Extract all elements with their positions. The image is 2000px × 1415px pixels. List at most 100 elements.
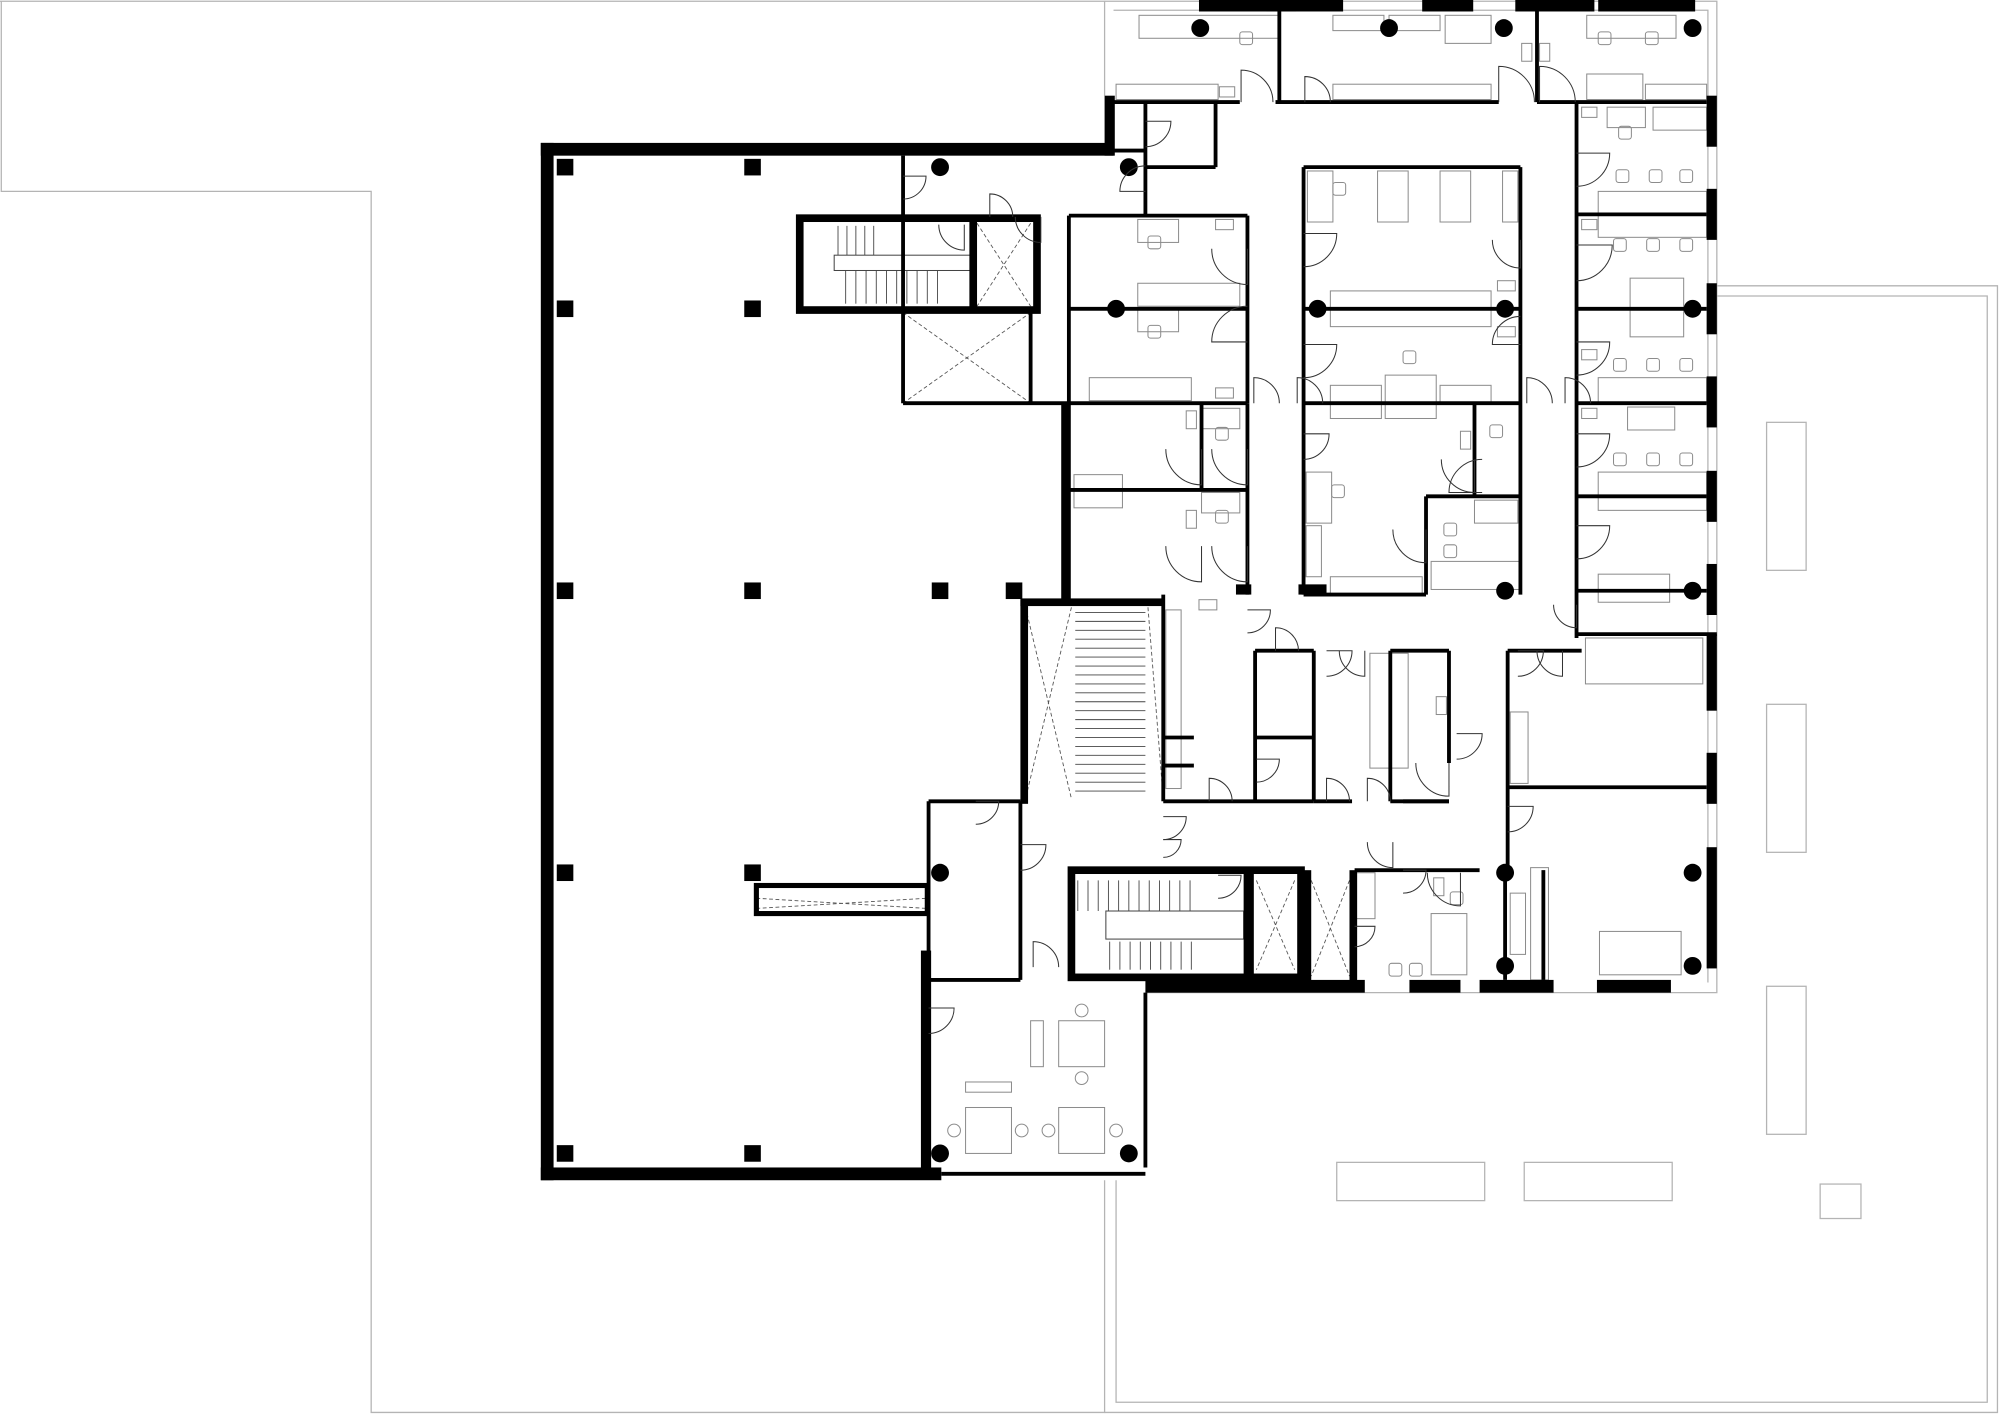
door-swing-icon bbox=[1208, 777, 1233, 802]
structural-wall bbox=[920, 950, 932, 1174]
door-swing-icon bbox=[1275, 627, 1299, 651]
square-column bbox=[744, 582, 761, 600]
door-swing-icon bbox=[1576, 525, 1611, 560]
square-column bbox=[744, 864, 761, 882]
chair-icon bbox=[1147, 324, 1162, 339]
chair-icon bbox=[1613, 358, 1627, 372]
furniture-item bbox=[965, 1106, 1012, 1154]
round-column bbox=[1683, 19, 1702, 38]
round-column bbox=[1683, 299, 1702, 318]
structural-wall bbox=[1298, 584, 1327, 595]
chair-icon bbox=[1618, 125, 1632, 140]
furniture-item bbox=[1137, 282, 1241, 307]
chair-icon bbox=[1648, 169, 1663, 183]
chair-icon bbox=[1597, 31, 1612, 46]
furniture-item bbox=[1598, 930, 1682, 976]
structural-wall bbox=[540, 1167, 942, 1181]
door-swing-icon bbox=[1517, 650, 1544, 677]
void-marking-line bbox=[1147, 607, 1164, 799]
structural-wall bbox=[1409, 979, 1461, 993]
furniture-item bbox=[1137, 308, 1180, 333]
furniture-item bbox=[1644, 83, 1708, 101]
furniture-item bbox=[1354, 872, 1376, 920]
round-column bbox=[931, 158, 949, 177]
square-column bbox=[556, 864, 574, 882]
chair-icon bbox=[1679, 169, 1694, 183]
chair-icon bbox=[1646, 452, 1660, 467]
furniture-item bbox=[1218, 86, 1236, 98]
furniture-item bbox=[1435, 696, 1447, 716]
structural-wall bbox=[969, 218, 978, 311]
furniture-item bbox=[1584, 637, 1704, 685]
door-swing-icon bbox=[1211, 546, 1248, 583]
furniture-item bbox=[1088, 377, 1192, 402]
structural-wall bbox=[1061, 403, 1069, 601]
structural-wall bbox=[540, 142, 554, 1181]
round-column bbox=[1496, 299, 1515, 318]
structural-wall bbox=[1145, 979, 1365, 993]
door-swing-icon bbox=[1576, 244, 1613, 282]
door-swing-icon bbox=[1539, 65, 1576, 103]
columns bbox=[556, 19, 1702, 1163]
door-swing-icon bbox=[1303, 232, 1338, 268]
furniture-item bbox=[1597, 471, 1708, 511]
furniture-item bbox=[1305, 525, 1322, 578]
round-column bbox=[1496, 956, 1515, 975]
furniture-item bbox=[1115, 83, 1219, 101]
furniture-item bbox=[1185, 410, 1197, 430]
door-swing-icon bbox=[1253, 377, 1280, 404]
square-column bbox=[556, 300, 574, 318]
furniture-item bbox=[1502, 170, 1519, 223]
furniture-item bbox=[1521, 42, 1533, 62]
round-column bbox=[931, 863, 949, 882]
structural-wall bbox=[1706, 634, 1717, 711]
site-boundary-line bbox=[0, 1, 1106, 1414]
chair-icon bbox=[1646, 238, 1660, 252]
door-swing-icon bbox=[1338, 650, 1366, 677]
stair-landing bbox=[1105, 910, 1245, 940]
round-column bbox=[1119, 1144, 1138, 1163]
furniture-item bbox=[1185, 509, 1197, 529]
chair-icon bbox=[947, 1123, 961, 1138]
structural-wall bbox=[1706, 95, 1717, 147]
furniture-item bbox=[1586, 73, 1644, 101]
chair-icon bbox=[1449, 891, 1464, 906]
door-swing-icon bbox=[928, 1007, 955, 1035]
furniture-item bbox=[1473, 499, 1519, 524]
door-swing-icon bbox=[1366, 842, 1394, 869]
furniture-item bbox=[1332, 14, 1385, 32]
door-swing-icon bbox=[1303, 343, 1338, 379]
furniture-item bbox=[1530, 867, 1549, 981]
door-swing-icon bbox=[1211, 248, 1248, 286]
structural-wall bbox=[1706, 752, 1717, 804]
round-column bbox=[1119, 158, 1138, 177]
chair-icon bbox=[1041, 1123, 1056, 1138]
structural-wall bbox=[1243, 870, 1254, 978]
chair-icon bbox=[1239, 31, 1254, 46]
door-swing-icon bbox=[1326, 777, 1350, 802]
door-swing-icon bbox=[1415, 763, 1450, 797]
chair-icon bbox=[1215, 509, 1229, 524]
door-swing-icon bbox=[1366, 777, 1391, 802]
void-marking-line bbox=[976, 223, 1031, 307]
structural-wall bbox=[1422, 0, 1474, 12]
round-column bbox=[1107, 299, 1125, 318]
door-swing-icon bbox=[1536, 650, 1564, 677]
round-column bbox=[1683, 956, 1702, 975]
door-swing-icon bbox=[1145, 120, 1172, 148]
void-marking-line bbox=[902, 312, 1031, 404]
furniture-item bbox=[1581, 349, 1598, 361]
furniture-item bbox=[1586, 14, 1677, 39]
void-marking-line bbox=[1310, 880, 1350, 977]
site-boundary-line bbox=[0, 0, 1106, 96]
structural-wall bbox=[1706, 470, 1717, 522]
door-swing-icon bbox=[1564, 377, 1592, 404]
furniture-item bbox=[1581, 218, 1598, 231]
exterior-element bbox=[1765, 985, 1807, 1135]
interior-walls bbox=[901, 10, 1717, 1176]
stair-core-wall bbox=[795, 214, 1041, 314]
void-marking-line bbox=[1255, 880, 1296, 970]
structural-wall bbox=[1596, 979, 1671, 993]
chair-icon bbox=[1332, 181, 1347, 196]
